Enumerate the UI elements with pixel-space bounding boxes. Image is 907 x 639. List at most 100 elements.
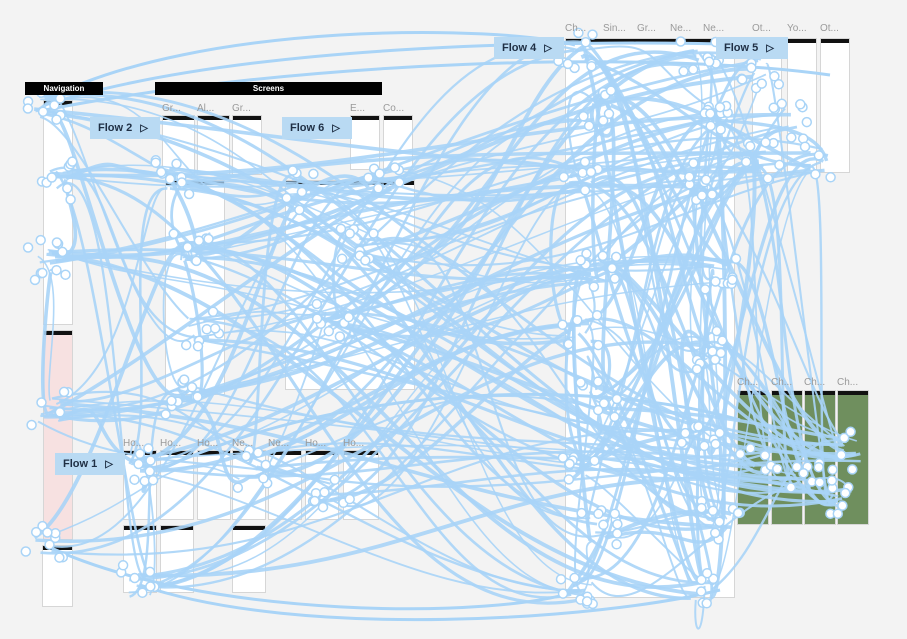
connector-handle[interactable] [736, 74, 748, 85]
connector-handle[interactable] [49, 99, 60, 111]
flow-6-tag[interactable]: Flow 6 ▷ [282, 117, 352, 139]
connector-handle[interactable] [57, 246, 68, 258]
connector-handle[interactable] [827, 464, 838, 475]
connector-handle[interactable] [54, 407, 66, 418]
connector-handle[interactable] [598, 519, 609, 531]
connector-handle[interactable] [309, 495, 320, 507]
connector-handle[interactable] [240, 450, 252, 462]
connector-handle[interactable] [745, 443, 756, 454]
connector-handle[interactable] [186, 382, 198, 393]
connector-handle[interactable] [813, 461, 824, 473]
connector-handle[interactable] [592, 376, 604, 387]
connector-handle[interactable] [586, 60, 597, 72]
connector-handle[interactable] [22, 103, 34, 114]
connector-handle[interactable] [845, 426, 856, 438]
connector-handle[interactable] [168, 228, 179, 240]
connector-handle[interactable] [193, 235, 205, 246]
connector-handle[interactable] [145, 455, 156, 466]
connector-handle[interactable] [201, 324, 213, 335]
connector-handle[interactable] [810, 168, 821, 180]
connector-handle[interactable] [684, 171, 695, 182]
connector-handle[interactable] [572, 314, 583, 326]
connector-handle[interactable] [836, 449, 847, 461]
connector-line[interactable] [591, 100, 605, 283]
connector-handle[interactable] [696, 574, 707, 586]
connector-handle[interactable] [144, 566, 156, 578]
connector-handle[interactable] [573, 27, 584, 39]
connector-handle[interactable] [287, 165, 298, 176]
connector-handle[interactable] [54, 93, 66, 104]
flow5-screen-3[interactable] [820, 38, 850, 173]
connector-line[interactable] [164, 168, 588, 205]
connector-line[interactable] [603, 267, 715, 523]
connector-line[interactable] [46, 113, 299, 198]
connector-handle[interactable] [576, 507, 587, 519]
connector-line[interactable] [137, 182, 309, 466]
connector-handle[interactable] [688, 157, 699, 169]
connector-line[interactable] [319, 326, 575, 503]
connector-line[interactable] [49, 178, 374, 548]
connector-line[interactable] [139, 583, 721, 622]
connector-line[interactable] [356, 113, 782, 246]
connector-handle[interactable] [155, 166, 167, 178]
connector-handle[interactable] [563, 338, 574, 350]
connector-handle[interactable] [183, 188, 195, 200]
connector-handle[interactable] [336, 253, 348, 265]
connector-handle[interactable] [129, 474, 140, 485]
connector-handle[interactable] [143, 443, 154, 454]
connector-handle[interactable] [746, 62, 757, 74]
connector-line[interactable] [191, 174, 370, 256]
connector-handle[interactable] [676, 437, 688, 448]
connector-handle[interactable] [798, 467, 809, 479]
connector-handle[interactable] [814, 477, 825, 488]
connector-line[interactable] [58, 407, 151, 471]
connector-line[interactable] [590, 175, 721, 527]
connector-line[interactable] [55, 254, 705, 590]
connector-handle[interactable] [709, 354, 721, 365]
connector-handle[interactable] [740, 156, 752, 168]
connector-handle[interactable] [588, 281, 600, 292]
connector-line[interactable] [181, 253, 754, 480]
connector-handle[interactable] [575, 377, 586, 388]
connector-handle[interactable] [612, 518, 623, 530]
connector-handle[interactable] [145, 581, 156, 592]
play-icon[interactable]: ▷ [544, 42, 552, 54]
connector-handle[interactable] [139, 475, 150, 487]
connector-handle[interactable] [756, 78, 768, 89]
connector-line[interactable] [186, 136, 823, 245]
connector-line[interactable] [148, 472, 586, 594]
connector-handle[interactable] [54, 552, 65, 563]
connector-handle[interactable] [680, 427, 691, 439]
connector-handle[interactable] [166, 395, 177, 407]
connector-handle[interactable] [714, 102, 726, 113]
connector-handle[interactable] [691, 363, 703, 375]
connector-handle[interactable] [569, 572, 580, 584]
connector-line[interactable] [569, 120, 722, 462]
connector-handle[interactable] [580, 36, 591, 48]
connector-line[interactable] [574, 45, 724, 118]
connector-handle[interactable] [837, 500, 848, 511]
connector-handle[interactable] [581, 596, 593, 607]
connector-handle[interactable] [714, 427, 725, 439]
connector-handle[interactable] [171, 158, 182, 169]
connector-line[interactable] [55, 182, 147, 579]
connector-line[interactable] [706, 150, 757, 456]
connector-handle[interactable] [825, 172, 836, 183]
connector-line[interactable] [53, 175, 582, 605]
connector-handle[interactable] [394, 177, 405, 188]
connector-handle[interactable] [759, 450, 771, 461]
connector-handle[interactable] [773, 79, 785, 90]
connector-handle[interactable] [67, 156, 78, 167]
connector-handle[interactable] [37, 267, 48, 279]
connector-handle[interactable] [192, 341, 204, 352]
connector-handle[interactable] [703, 56, 715, 68]
connector-handle[interactable] [715, 347, 727, 359]
connector-handle[interactable] [609, 508, 621, 519]
connector-line[interactable] [139, 322, 581, 473]
connector-handle[interactable] [334, 331, 346, 342]
connector-handle[interactable] [696, 190, 708, 201]
connector-handle[interactable] [29, 274, 41, 286]
connector-handle[interactable] [60, 269, 71, 280]
connector-handle[interactable] [762, 173, 774, 184]
connector-handle[interactable] [178, 374, 190, 385]
